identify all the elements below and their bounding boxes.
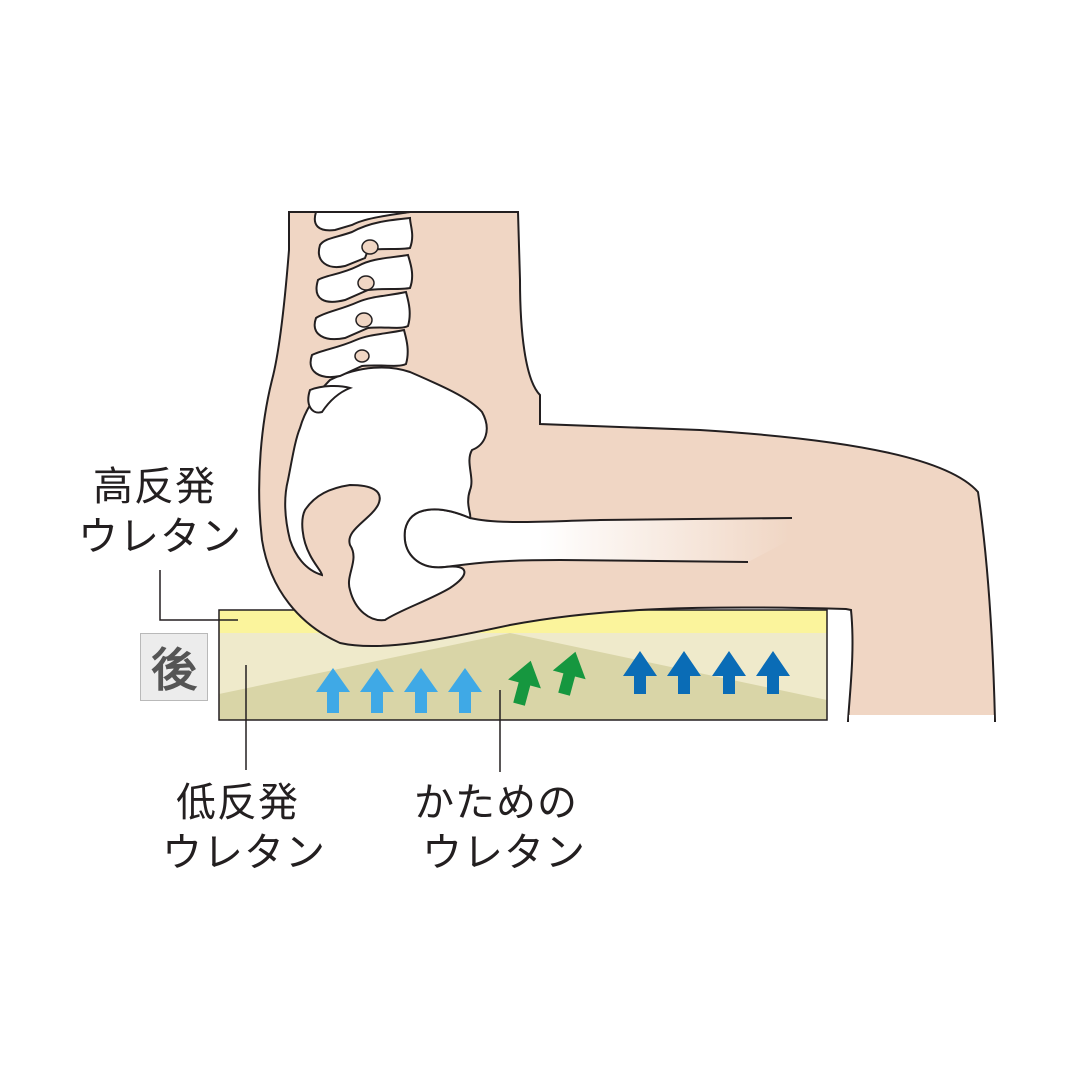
arrows-dark-blue bbox=[623, 651, 790, 694]
label-high-rebound-line1: 高反発 bbox=[93, 464, 216, 510]
body-silhouette bbox=[258, 211, 997, 722]
arrows-green bbox=[508, 651, 586, 706]
label-low-rebound-line2: ウレタン bbox=[162, 830, 326, 876]
arrow-up-icon bbox=[404, 668, 438, 713]
spinal-discs bbox=[354, 239, 379, 363]
arrow-tilted-icon bbox=[552, 651, 586, 696]
label-low-rebound-line1: 低反発 bbox=[176, 780, 299, 826]
arrow-up-icon bbox=[756, 651, 790, 694]
arrow-up-icon bbox=[316, 668, 350, 713]
label-high-rebound-line2: ウレタン bbox=[78, 514, 242, 560]
arrow-tilted-icon bbox=[508, 660, 541, 706]
arrow-up-icon bbox=[360, 668, 394, 713]
femur bbox=[404, 509, 790, 568]
label-firm-line2: ウレタン bbox=[422, 830, 586, 876]
arrows-light-blue bbox=[316, 668, 482, 713]
label-firm-line1: かための bbox=[414, 780, 578, 826]
rear-badge: 後 bbox=[140, 633, 208, 701]
arrow-up-icon bbox=[712, 651, 746, 694]
badge-text: 後 bbox=[151, 643, 197, 697]
arrow-up-icon bbox=[448, 668, 482, 713]
arrow-up-icon bbox=[667, 651, 701, 694]
leader-lines bbox=[159, 570, 501, 772]
pelvis bbox=[284, 366, 488, 622]
arrow-up-icon bbox=[623, 651, 657, 694]
